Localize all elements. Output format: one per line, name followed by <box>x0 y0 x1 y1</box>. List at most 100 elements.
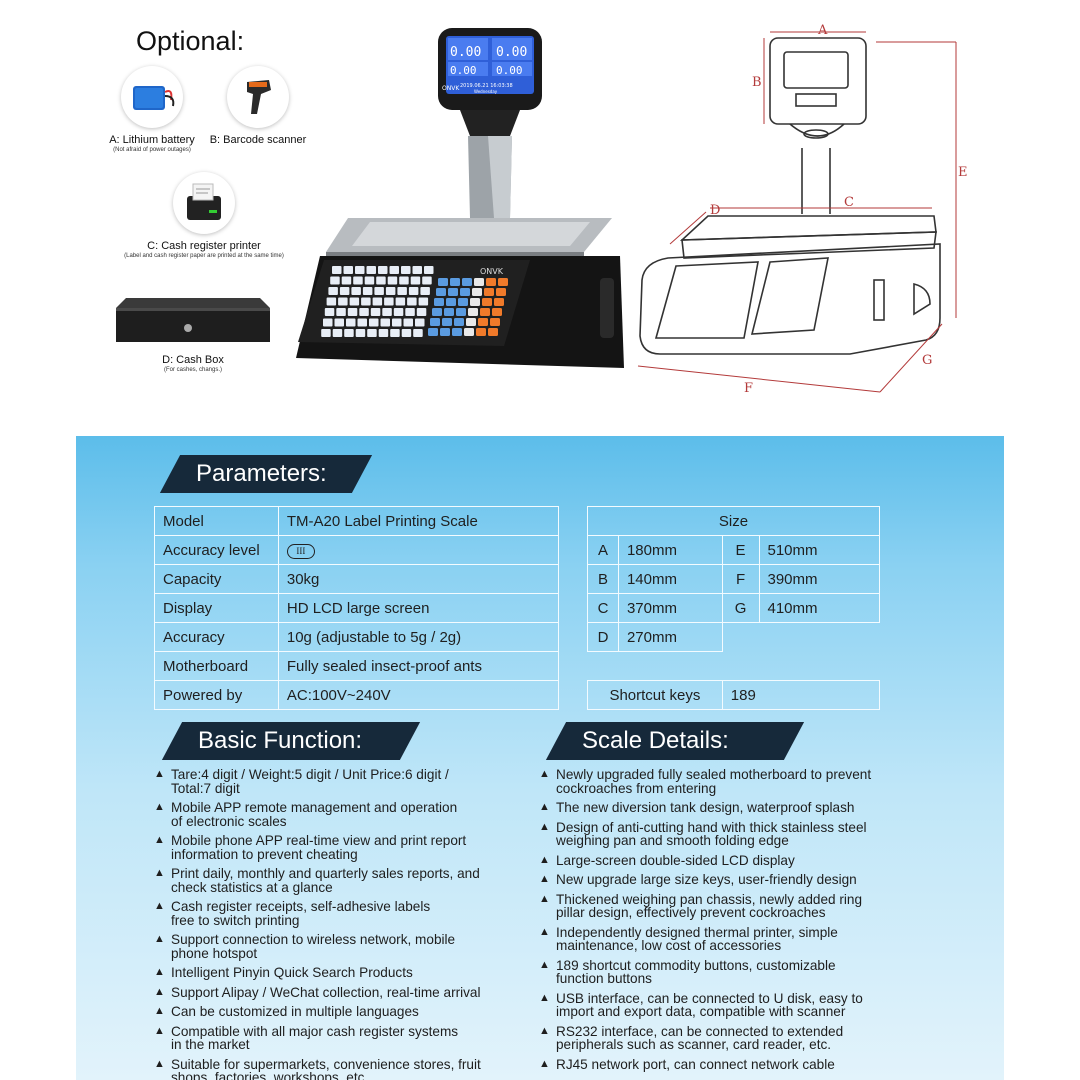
list-item-line: weighing pan and smooth folding edge <box>556 833 789 848</box>
keypad-key <box>415 318 425 327</box>
keypad-key <box>347 308 358 316</box>
keypad-key <box>328 287 338 295</box>
keypad-key <box>448 288 458 296</box>
svg-text:0.00: 0.00 <box>450 45 481 60</box>
list-item-line: Can be customized in multiple languages <box>171 1004 419 1019</box>
list-item-line: Total:7 digit <box>171 780 240 796</box>
keypad-key <box>407 297 417 306</box>
cash-box-icon <box>116 298 270 342</box>
list-item-line: Cash register receipts, self-adhesive la… <box>171 899 431 914</box>
keypad-key <box>454 318 464 326</box>
list-item: RJ45 network port, can connect network c… <box>539 1057 919 1072</box>
dimension-lines <box>637 31 957 393</box>
list-item-line: Suitable for supermarkets, convenience s… <box>171 1056 481 1072</box>
keypad-key <box>359 308 369 316</box>
keypad-key <box>374 287 384 295</box>
keypad-key <box>338 297 348 306</box>
keypad-key <box>432 308 442 316</box>
keypad-key <box>393 308 404 316</box>
param-label: Accuracy <box>154 622 279 652</box>
keypad-key <box>480 308 490 316</box>
dimension-label-f: F <box>744 381 753 396</box>
barcode-scanner-icon <box>247 80 271 114</box>
list-item-line: Mobile phone APP real-time view and prin… <box>171 833 467 848</box>
size-empty-cell <box>722 623 879 652</box>
keypad-key <box>422 276 432 285</box>
list-item: Suitable for supermarkets, convenience s… <box>154 1056 534 1080</box>
list-item: Intelligent Pinyin Quick Search Products <box>154 966 534 980</box>
keypad-key <box>424 266 434 274</box>
size-value: 370mm <box>617 593 723 623</box>
size-value: 180mm <box>617 535 723 565</box>
keypad-key <box>357 318 367 327</box>
list-item-line: Independently designed thermal printer, … <box>556 924 838 940</box>
keypad-key <box>482 298 492 306</box>
keypad-key <box>490 318 500 326</box>
keypad-key <box>355 266 365 274</box>
list-item: The new diversion tank design, waterproo… <box>539 801 919 815</box>
list-item-line: maintenance, low cost of accessories <box>556 938 782 953</box>
shortcut-keys-label: Shortcut keys <box>587 680 723 710</box>
list-item-line: check statistics at a glance <box>171 879 333 895</box>
keypad-key <box>436 288 446 296</box>
keypad-key <box>468 308 478 316</box>
basic-function-header: Basic Function: <box>161 722 421 760</box>
keypad-key <box>410 276 421 285</box>
list-item: Support Alipay / WeChat collection, real… <box>154 984 534 1000</box>
param-label: Powered by <box>154 680 279 710</box>
param-value: TM-A20 Label Printing Scale <box>277 506 560 536</box>
keypad-key <box>430 318 440 326</box>
keypad-key <box>384 297 394 306</box>
keypad-key <box>330 276 340 285</box>
list-item-line: phone hotspot <box>171 945 258 961</box>
list-item: Newly upgraded fully sealed motherboard … <box>539 768 919 795</box>
list-item-line: Support Alipay / WeChat collection, real… <box>171 984 481 1000</box>
list-item-line: Newly upgraded fully sealed motherboard … <box>556 767 872 782</box>
display-day: Wednesday <box>474 89 498 94</box>
keypad-key <box>378 266 388 274</box>
keypad-key <box>366 266 376 274</box>
keypad-key <box>362 287 373 295</box>
option-cash-box: D: Cash Box (For cashes, changs.) <box>116 290 270 373</box>
list-item: Design of anti-cutting hand with thick s… <box>539 820 919 848</box>
keypad-key <box>326 297 337 306</box>
printer-image <box>173 172 235 234</box>
keypad-key <box>413 329 423 337</box>
list-item-line: function buttons <box>556 971 652 986</box>
size-title: Size <box>587 506 880 536</box>
list-item-line: peripherals such as scanner, card reader… <box>556 1037 832 1052</box>
option-barcode-scanner: B: Barcode scanner <box>208 66 308 146</box>
list-item-line: import and export data, compatible with … <box>556 1004 846 1019</box>
size-key: G <box>721 593 760 623</box>
keypad-key <box>376 276 386 285</box>
list-item-line: in the market <box>171 1037 250 1052</box>
keypad-key <box>450 278 460 286</box>
keypad-key <box>462 278 472 286</box>
option-label: C: Cash register printer <box>147 240 261 252</box>
option-lithium-battery: A: Lithium battery (Not afraid of power … <box>104 66 200 153</box>
size-key: B <box>587 564 619 594</box>
parameters-header: Parameters: <box>159 455 373 493</box>
table-row: Accuracy 10g (adjustable to 5g / 2g) <box>154 622 560 652</box>
keypad-key <box>418 297 429 306</box>
list-item-line: New upgrade large size keys, user-friend… <box>556 872 857 887</box>
param-value: 10g (adjustable to 5g / 2g) <box>277 622 560 652</box>
list-item-line: Print daily, monthly and quarterly sales… <box>171 866 480 881</box>
list-item: Large-screen double-sided LCD display <box>539 853 919 868</box>
keypad-key <box>332 329 343 337</box>
keypad-key <box>372 297 383 306</box>
keypad-key <box>389 266 399 274</box>
keypad-key <box>464 328 474 336</box>
keypad-key <box>367 329 377 337</box>
list-item: 189 shortcut commodity buttons, customiz… <box>539 958 919 986</box>
keypad-key <box>324 308 335 316</box>
size-value: 140mm <box>617 564 723 594</box>
keypad-key <box>460 288 470 296</box>
keypad-key <box>420 287 430 295</box>
display-brand: ONVK <box>442 85 460 92</box>
list-item-line: Mobile APP remote management and operati… <box>171 800 458 815</box>
size-key: C <box>587 593 619 623</box>
keypad-key <box>488 328 498 336</box>
shortcut-keys-table: Shortcut keys 189 <box>587 680 881 710</box>
keypad-key <box>403 318 413 327</box>
